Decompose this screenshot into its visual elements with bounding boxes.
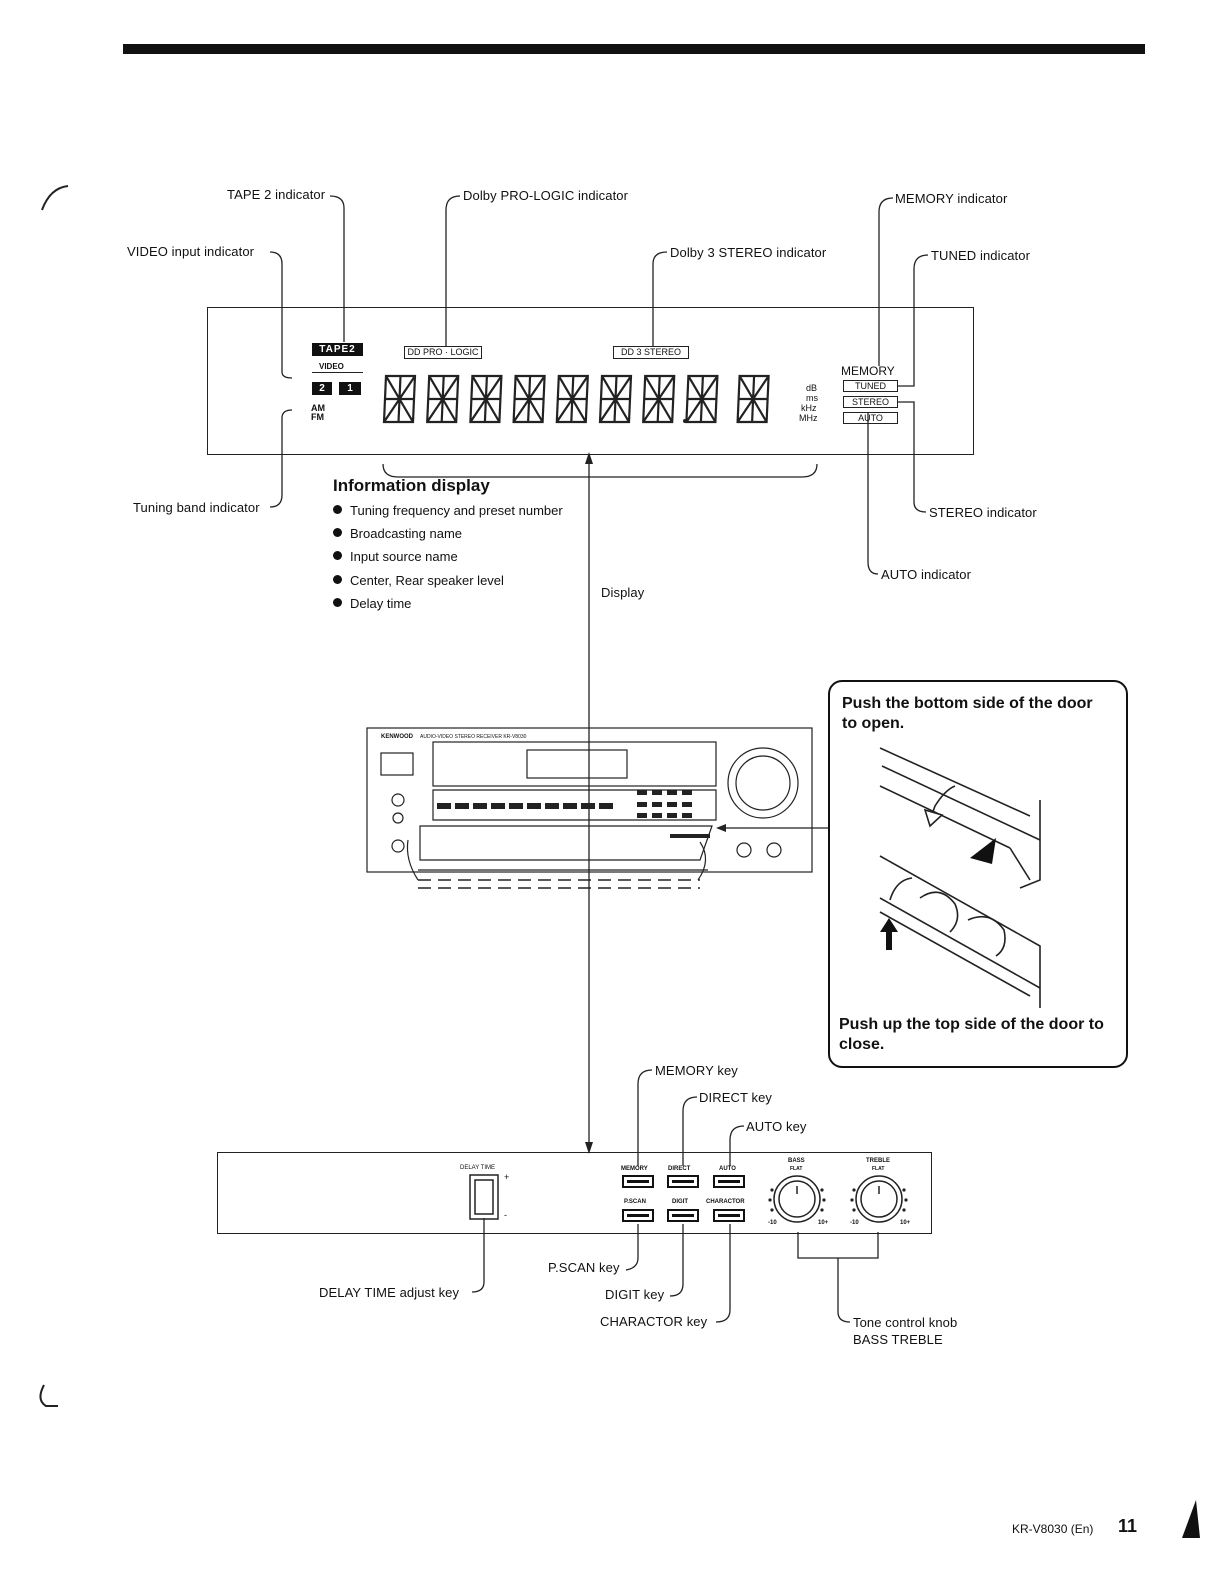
digit-key-label: DIGIT key (605, 1287, 665, 1302)
bass-max-label: 10+ (818, 1220, 829, 1226)
bass-flat-label: FLAT (790, 1166, 803, 1172)
prologic-indicator: DD PRO · LOGIC (404, 346, 482, 359)
segment-digit (469, 374, 503, 424)
footer-model: KR-V8030 (En) (1012, 1522, 1094, 1536)
treble-label: TREBLE (866, 1158, 890, 1164)
video-divider (312, 372, 363, 373)
receiver-brand: KENWOOD (381, 734, 413, 740)
pscan-key-panel-label: P.SCAN (624, 1199, 646, 1205)
info-item: Broadcasting name (333, 526, 563, 549)
video-text: VIDEO (319, 362, 344, 371)
memory-key[interactable] (622, 1175, 654, 1188)
bass-knob[interactable] (774, 1176, 820, 1222)
info-item: Center, Rear speaker level (333, 573, 563, 596)
direct-key[interactable] (667, 1175, 699, 1188)
tuned-indicator: TUNED (843, 380, 898, 392)
auto-key-panel-label: AUTO (719, 1166, 736, 1172)
info-item: Input source name (333, 549, 563, 572)
auto-indicator-label: AUTO indicator (881, 567, 972, 582)
dolby-prologic-indicator-label: Dolby PRO-LOGIC indicator (463, 188, 629, 203)
bass-label: BASS (788, 1158, 805, 1164)
fm-text: FM (311, 412, 324, 422)
dolby3-stereo-indicator: DD 3 STEREO (613, 346, 689, 359)
auto-key[interactable] (713, 1175, 745, 1188)
am-text: AM (311, 403, 325, 413)
treble-knob[interactable] (856, 1176, 902, 1222)
charactor-key[interactable] (713, 1209, 745, 1222)
info-item: Delay time (333, 596, 563, 619)
video-2-badge: 2 (312, 382, 332, 395)
page-number: 11 (1118, 1516, 1138, 1536)
door-instruction-box (828, 680, 1128, 1068)
segment-digit (512, 374, 546, 424)
top-rule (123, 44, 1145, 54)
bass-min-label: -10 (768, 1220, 777, 1226)
pscan-key-label: P.SCAN key (548, 1260, 620, 1275)
door-close-text: Push up the top side of the door to clos… (839, 1016, 1104, 1053)
display-label: Display (601, 585, 645, 600)
subpanel (217, 1152, 932, 1234)
treble-flat-label: FLAT (872, 1166, 885, 1172)
stereo-indicator-label: STEREO indicator (929, 505, 1037, 520)
tone-control-knob-sublabel: BASS TREBLE (853, 1332, 943, 1347)
segment-digit (426, 374, 460, 424)
delay-time-adjust-key[interactable] (470, 1175, 498, 1219)
tone-control-knob-label: Tone control knob (853, 1315, 958, 1330)
unit-mhz: MHz (799, 413, 818, 423)
information-display-list: Tuning frequency and preset number Broad… (333, 503, 563, 619)
delay-time-adjust-key-label: DELAY TIME adjust key (319, 1285, 460, 1300)
treble-max-label: 10+ (900, 1220, 911, 1226)
delay-minus: - (504, 1210, 507, 1220)
segment-digit (736, 374, 770, 424)
information-display-title: Information display (333, 476, 490, 495)
tuned-indicator-label: TUNED indicator (931, 248, 1031, 263)
video-input-indicator-label: VIDEO input indicator (127, 244, 255, 259)
auto-key-label: AUTO key (746, 1119, 807, 1134)
receiver-model-caption: AUDIO-VIDEO STEREO RECEIVER KR-V8030 (420, 734, 527, 740)
charactor-key-panel-label: CHARACTOR (706, 1199, 745, 1205)
pscan-key[interactable] (622, 1209, 654, 1222)
charactor-key-label: CHARACTOR key (600, 1314, 708, 1329)
door-open-text: Push the bottom side of the door to open… (842, 695, 1093, 732)
digit-key-panel-label: DIGIT (672, 1199, 688, 1205)
direct-key-label: DIRECT key (699, 1090, 772, 1105)
segment-digit (685, 374, 719, 424)
unit-db: dB (806, 383, 818, 393)
segment-digit (382, 374, 417, 424)
memory-indicator-text: MEMORY (841, 364, 895, 378)
segment-digit (555, 374, 589, 424)
decimal-point (683, 419, 687, 423)
memory-indicator-label: MEMORY indicator (895, 191, 1008, 206)
delay-plus: + (504, 1172, 510, 1182)
tape2-indicator-label: TAPE 2 indicator (227, 187, 326, 202)
dolby3-stereo-indicator-label: Dolby 3 STEREO indicator (670, 245, 827, 260)
tape2-badge: TAPE2 (312, 343, 363, 356)
treble-min-label: -10 (850, 1220, 859, 1226)
auto-indicator: AUTO (843, 412, 898, 424)
delay-time-panel-label: DELAY TIME (460, 1165, 496, 1171)
unit-khz: kHz (801, 403, 817, 413)
unit-ms: ms (806, 393, 818, 403)
tuning-band-indicator-label: Tuning band indicator (133, 500, 260, 515)
direct-key-panel-label: DIRECT (668, 1166, 691, 1172)
info-item: Tuning frequency and preset number (333, 503, 563, 526)
segment-digit (598, 374, 633, 424)
fl-display-panel (207, 307, 974, 455)
stereo-indicator: STEREO (843, 396, 898, 408)
segment-digit (642, 374, 676, 424)
memory-key-label: MEMORY key (655, 1063, 738, 1078)
memory-key-panel-label: MEMORY (621, 1166, 648, 1172)
digit-key[interactable] (667, 1209, 699, 1222)
video-1-badge: 1 (339, 382, 361, 395)
